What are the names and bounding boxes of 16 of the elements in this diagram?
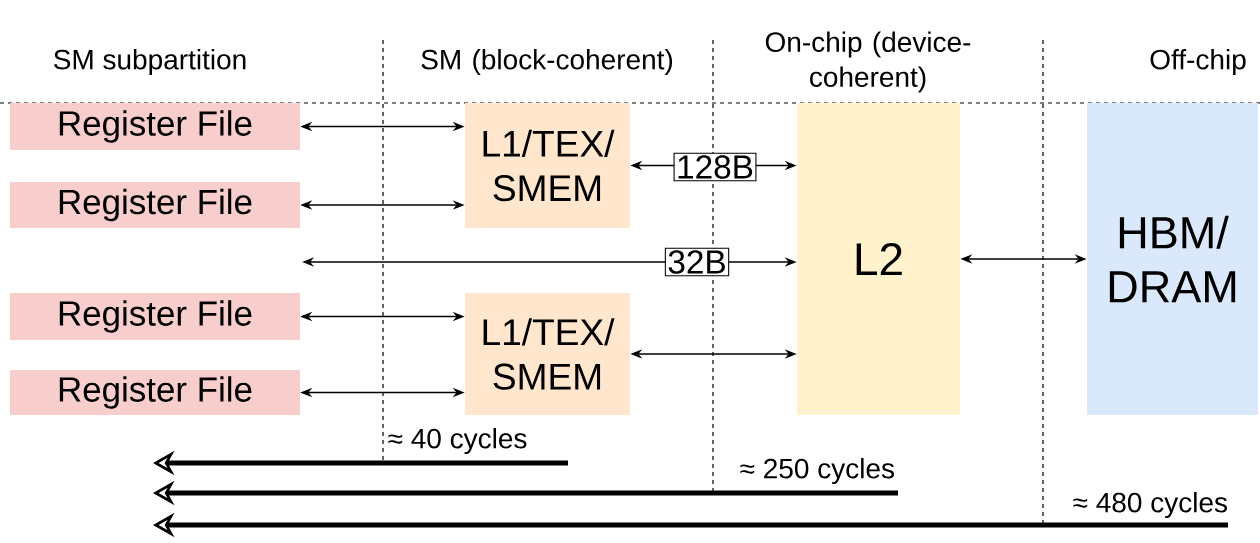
register-file-box: Register File: [10, 103, 300, 150]
cache-box: L1/TEX/ SMEM: [465, 293, 630, 415]
register-file-box: Register File: [10, 293, 300, 340]
cache-box: L2: [797, 103, 960, 415]
latency-label: ≈ 480 cycles: [1073, 491, 1227, 519]
memory-box: HBM/ DRAM: [1087, 103, 1258, 415]
edge-label: 32B: [664, 247, 730, 277]
column-heading: SM (block-coherent): [421, 48, 673, 76]
edge-label: 128B: [673, 152, 757, 182]
cache-box: L1/TEX/ SMEM: [465, 103, 630, 228]
column-heading: Off-chip: [1150, 48, 1246, 76]
register-file-box: Register File: [10, 370, 300, 415]
latency-label: ≈ 40 cycles: [388, 427, 527, 455]
latency-label: ≈ 250 cycles: [740, 457, 894, 485]
column-heading: SM subpartition: [54, 48, 246, 76]
register-file-box: Register File: [10, 182, 300, 228]
